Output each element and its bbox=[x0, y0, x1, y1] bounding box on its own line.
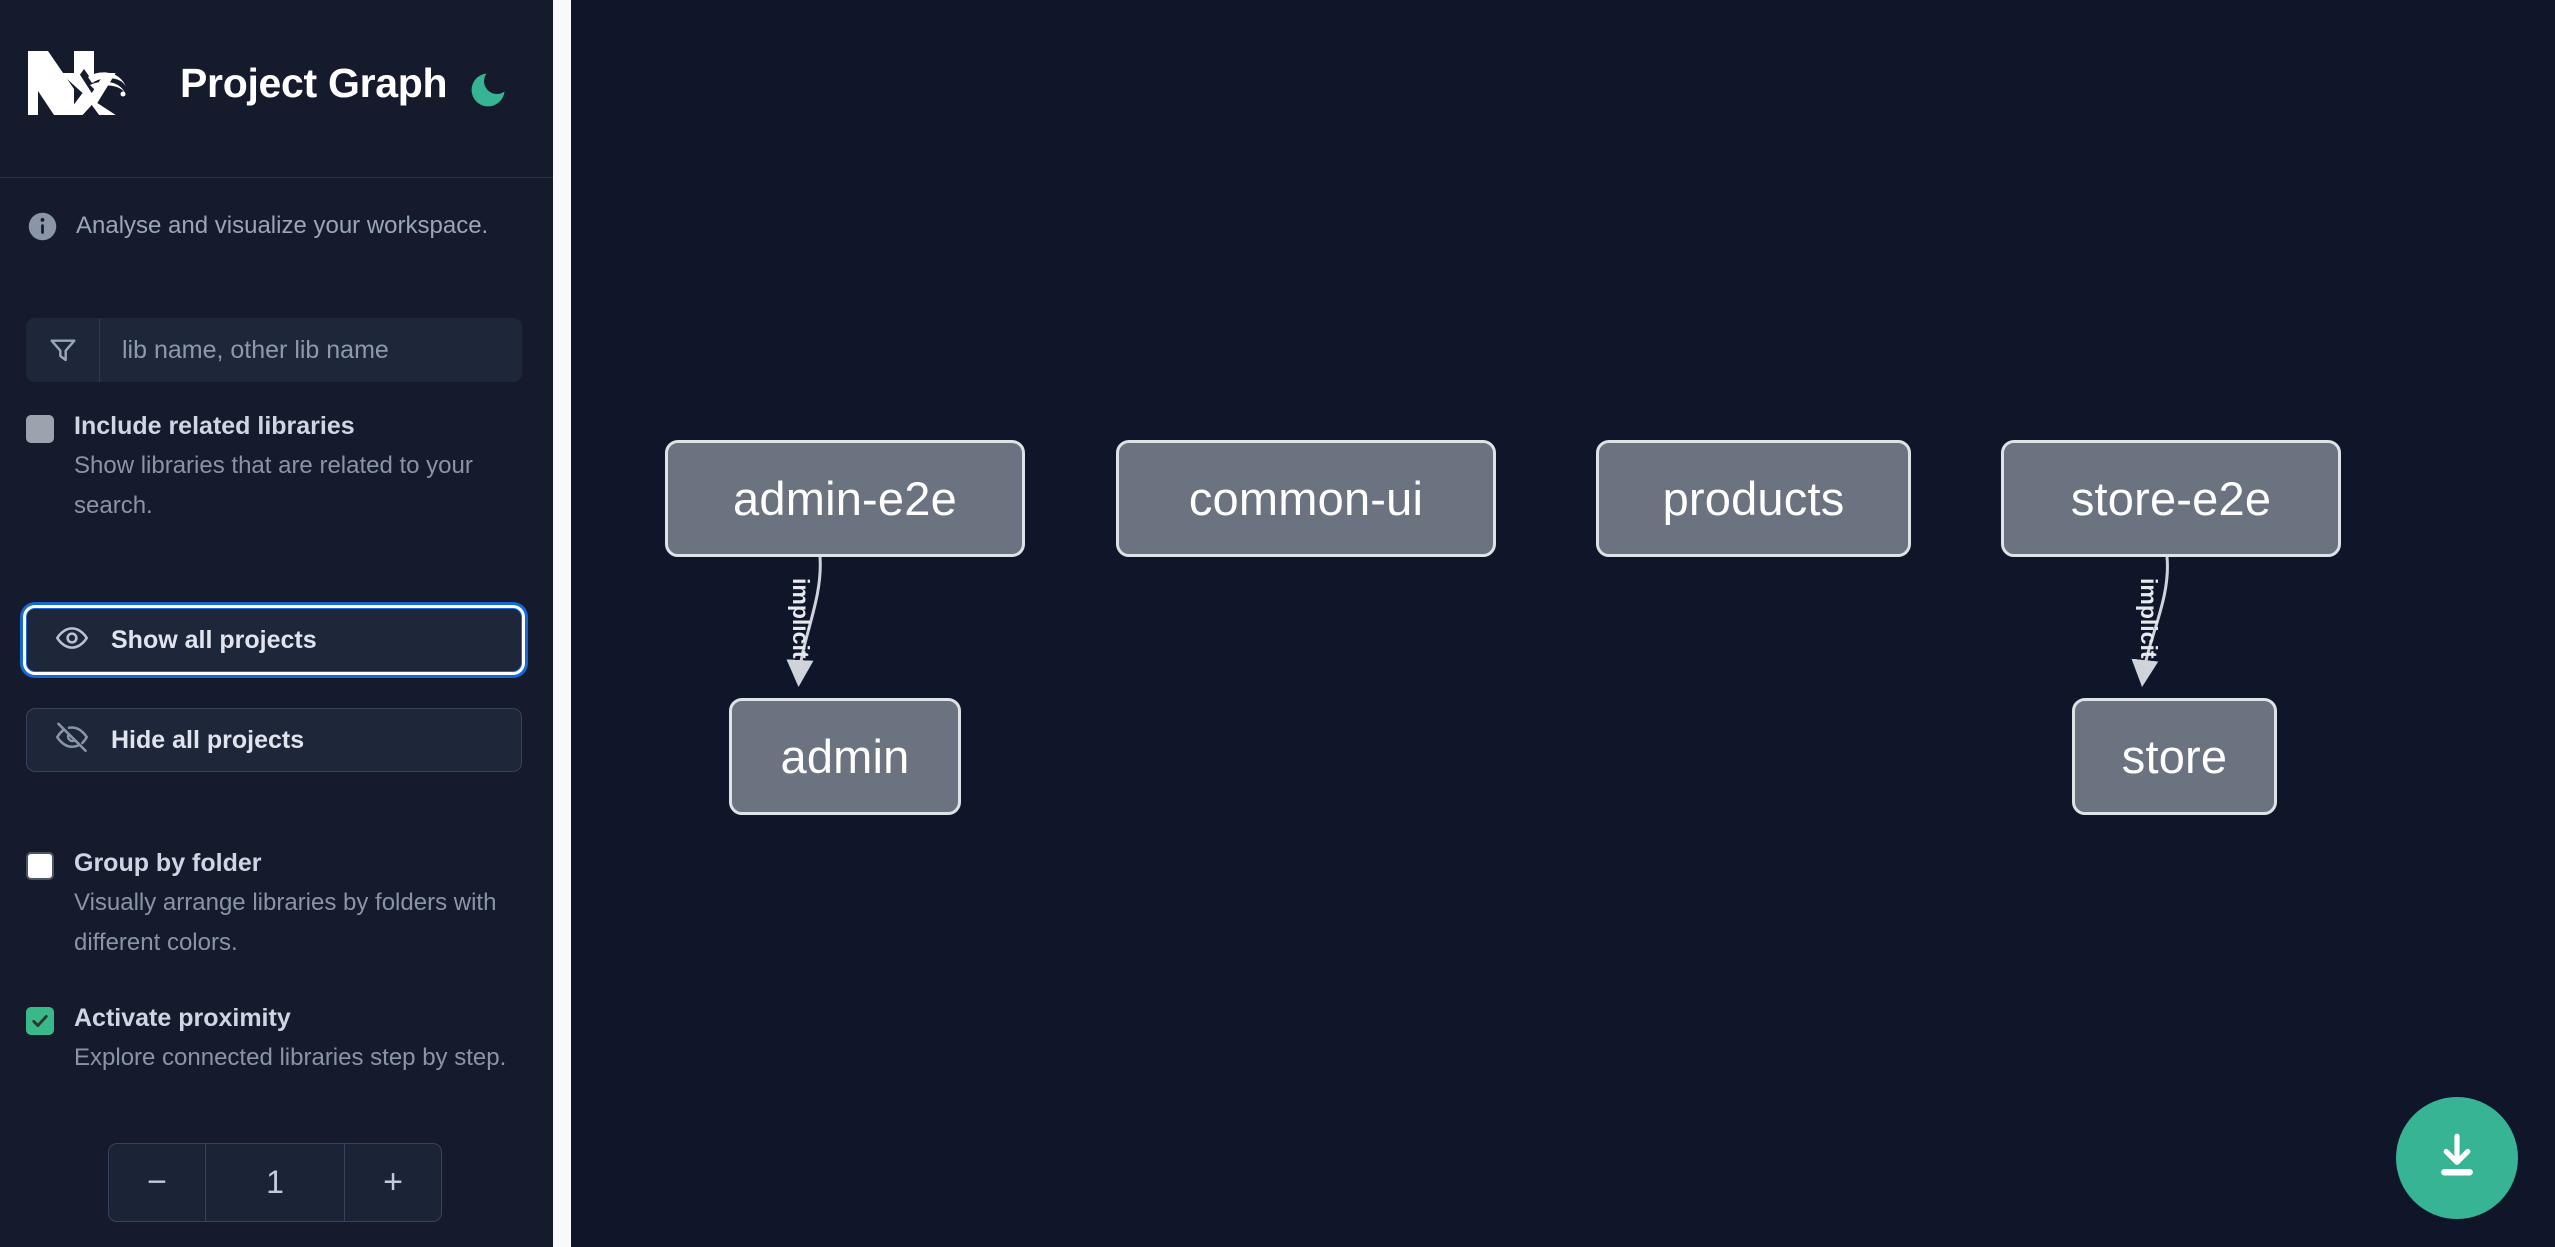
funnel-filter-icon bbox=[26, 318, 100, 382]
node-label: products bbox=[1662, 472, 1845, 525]
option-description: Show libraries that are related to your … bbox=[74, 452, 473, 519]
graph-node-admin[interactable]: admin bbox=[729, 698, 961, 815]
option-activate-proximity[interactable]: Activate proximity Explore connected lib… bbox=[26, 1000, 526, 1078]
show-all-projects-button[interactable]: Show all projects bbox=[26, 608, 522, 672]
proximity-stepper[interactable]: − 1 + bbox=[108, 1143, 442, 1222]
eye-off-icon bbox=[55, 721, 89, 760]
checkbox-activate-proximity[interactable] bbox=[26, 1007, 54, 1035]
graph-node-common-ui[interactable]: common-ui bbox=[1116, 440, 1496, 557]
option-title: Activate proximity bbox=[74, 1004, 291, 1032]
download-button[interactable] bbox=[2396, 1097, 2518, 1219]
node-label: store-e2e bbox=[2070, 472, 2272, 525]
page-title: Project Graph bbox=[180, 60, 448, 106]
download-icon bbox=[2430, 1129, 2484, 1188]
node-label: admin-e2e bbox=[733, 472, 957, 525]
filter-search-box[interactable] bbox=[26, 318, 522, 382]
hide-all-projects-label: Hide all projects bbox=[111, 725, 305, 754]
stepper-increment-button[interactable]: + bbox=[344, 1144, 441, 1221]
show-all-projects-label: Show all projects bbox=[111, 625, 317, 654]
graph-edges bbox=[786, 556, 2169, 687]
stepper-decrement-button[interactable]: − bbox=[109, 1144, 206, 1221]
sidebar-header: Project Graph bbox=[0, 0, 553, 178]
graph-node-admin-e2e[interactable]: admin-e2e bbox=[665, 440, 1025, 557]
hide-all-projects-button[interactable]: Hide all projects bbox=[26, 708, 522, 772]
nx-logo-icon bbox=[26, 47, 130, 119]
option-description: Explore connected libraries step by step… bbox=[74, 1044, 507, 1071]
node-label: store bbox=[2121, 730, 2228, 783]
option-title: Include related libraries bbox=[74, 412, 355, 440]
search-input[interactable] bbox=[100, 318, 522, 382]
node-label: common-ui bbox=[1188, 472, 1424, 525]
option-description: Visually arrange libraries by folders wi… bbox=[74, 889, 497, 956]
option-group-by-folder[interactable]: Group by folder Visually arrange librari… bbox=[26, 845, 526, 963]
option-title: Group by folder bbox=[74, 849, 262, 877]
sidebar: Project Graph Analyse and visualize yo bbox=[0, 0, 553, 1247]
eye-icon bbox=[55, 621, 89, 660]
info-circle-icon bbox=[26, 210, 59, 243]
edge-label-admin: implicit bbox=[788, 578, 814, 659]
edge-label-store: implicit bbox=[2136, 578, 2162, 659]
moon-icon[interactable] bbox=[456, 58, 520, 122]
stepper-value: 1 bbox=[266, 1164, 284, 1200]
graph-canvas[interactable]: implicit implicit admin-e2e common-ui pr… bbox=[571, 0, 2555, 1247]
node-label: admin bbox=[780, 730, 910, 783]
graph-node-store-e2e[interactable]: store-e2e bbox=[2001, 440, 2341, 557]
sidebar-scrollbar-track[interactable] bbox=[553, 0, 1122, 1247]
checkbox-include-related-libraries[interactable] bbox=[26, 415, 54, 443]
workspace-info-text: Analyse and visualize your workspace. bbox=[76, 212, 489, 239]
graph-node-products[interactable]: products bbox=[1596, 440, 1911, 557]
graph-node-store[interactable]: store bbox=[2072, 698, 2277, 815]
workspace-info: Analyse and visualize your workspace. bbox=[26, 198, 536, 254]
checkbox-group-by-folder[interactable] bbox=[26, 852, 54, 880]
option-include-related-libraries[interactable]: Include related libraries Show libraries… bbox=[26, 408, 526, 526]
